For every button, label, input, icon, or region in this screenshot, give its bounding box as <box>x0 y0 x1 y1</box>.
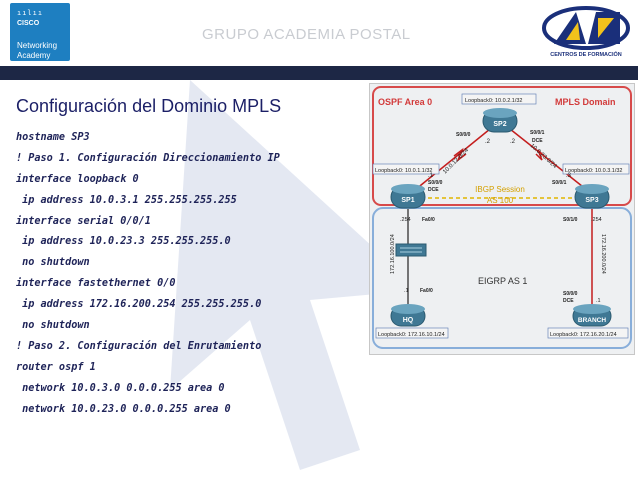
sp2-dce: DCE <box>532 138 543 144</box>
eigrp-region <box>372 207 632 349</box>
sp2-ip-a: .2 <box>485 139 491 145</box>
router-icon <box>391 304 425 314</box>
sp3-name: SP3 <box>585 197 598 204</box>
net-sp2-sp3: 10.0.23.0/24 <box>529 143 558 170</box>
ospf-area-label: OSPF Area 0 <box>378 97 432 107</box>
group-title: GRUPO ACADEMIA POSTAL <box>202 26 411 43</box>
branch-loopback: Loopback0: 172.16.20.1/24 <box>550 332 617 338</box>
sp1-name: SP1 <box>401 197 414 204</box>
code-line: hostname SP3 <box>16 132 90 143</box>
code-line: network 10.0.3.0 0.0.0.255 area 0 <box>16 382 225 394</box>
net-hq: 172.16.100.0/24 <box>390 234 396 274</box>
sp2-name: SP2 <box>493 121 506 128</box>
switch <box>395 243 427 257</box>
config-code-block: hostname SP3 ! Paso 1. Configuración Dir… <box>16 128 280 420</box>
code-line: interface fastethernet 0/0 <box>16 278 176 290</box>
sp1-ip: .1 <box>428 173 434 179</box>
sp1-loopback: Loopback0: 10.0.1.1/32 <box>375 168 433 174</box>
router-hq: HQ <box>390 304 426 327</box>
sp2-s001: S0/0/1 <box>530 130 545 136</box>
net-branch: 172.16.200.0/24 <box>600 234 606 274</box>
academy-logo: CENTROS DE FORMACIÓN <box>536 4 636 64</box>
code-line: no shutdown <box>16 257 90 269</box>
ibgp-as-label: AS 100 <box>487 196 514 205</box>
link-sp2-sp1 <box>409 128 491 195</box>
hq-fa: Fa0/0 <box>420 288 433 294</box>
code-line: ip address 10.0.23.3 255.255.255.0 <box>16 236 231 248</box>
cisco-line1: Networking <box>17 41 58 50</box>
code-line: ip address 10.0.3.1 255.255.255.255 <box>16 194 237 206</box>
ospf-area-region <box>372 86 632 206</box>
router-branch: BRANCH <box>572 304 612 327</box>
academy-caption: CENTROS DE FORMACIÓN <box>550 52 622 58</box>
header: ıılıı CISCO Networking Academy GRUPO ACA… <box>0 0 638 66</box>
link-sp2-sp3 <box>509 128 593 195</box>
router-sp2: SP2 <box>482 108 518 133</box>
ibgp-session-label: IBGP Session <box>475 185 525 194</box>
switch-icon <box>395 243 427 257</box>
academy-emblem-icon <box>542 6 630 50</box>
sp3-s001: S0/0/1 <box>552 180 567 186</box>
branch-s000: S0/0/0 <box>563 291 578 297</box>
sp3-ip: .3 <box>566 173 572 179</box>
mpls-domain-label: MPLS Domain <box>555 97 616 107</box>
eigrp-label: EIGRP AS 1 <box>478 276 527 286</box>
code-line: interface serial 0/0/1 <box>16 215 151 227</box>
router-sp3: SP3 <box>574 184 610 209</box>
serial-bolt-icon <box>453 147 467 163</box>
net-sp1-sp2: 10.0.12.0/24 <box>442 147 470 175</box>
cisco-brand: CISCO <box>17 20 40 27</box>
sp3-s010: S0/1/0 <box>563 217 578 223</box>
header-divider-bar <box>0 66 638 80</box>
branch-name: BRANCH <box>578 317 606 324</box>
sp1-s000: S0/0/0 <box>428 180 443 186</box>
code-line: ip address 172.16.200.254 255.255.255.0 <box>16 299 262 311</box>
sp1-fa-ip: .254 <box>400 217 411 223</box>
background-cursor-graphic <box>170 80 420 470</box>
cisco-bars-icon: ıılıı <box>17 9 44 17</box>
sp3-fa-ip: .254 <box>591 217 602 223</box>
code-line: router ospf 1 <box>16 361 96 373</box>
hq-loopback: Loopback0: 172.16.10.1/24 <box>378 332 445 338</box>
sp2-ip-b: .2 <box>510 139 516 145</box>
router-icon <box>391 184 425 194</box>
router-icon <box>575 184 609 194</box>
cisco-line2: Academy <box>17 51 51 60</box>
router-sp1: SP1 <box>390 184 426 209</box>
hq-name: HQ <box>403 317 414 324</box>
slide-title: Configuración del Dominio MPLS <box>16 96 282 116</box>
code-line: no shutdown <box>16 320 90 332</box>
code-line: interface loopback 0 <box>16 173 139 185</box>
sp2-loopback: Loopback0: 10.0.2.1/32 <box>465 98 523 104</box>
code-line: ! Paso 2. Configuración del Enrutamiento <box>16 340 262 352</box>
router-icon <box>483 108 517 118</box>
sp1-fa: Fa0/0 <box>422 217 435 223</box>
code-line: network 10.0.23.0 0.0.0.255 area 0 <box>16 403 231 415</box>
sp2-s000: S0/0/0 <box>456 132 471 138</box>
serial-bolt-icon <box>535 149 545 161</box>
branch-ip: .1 <box>596 298 601 304</box>
sp3-loopback: Loopback0: 10.0.3.1/32 <box>565 168 623 174</box>
network-topology-diagram: OSPF Area 0 MPLS Domain EIGRP AS 1 Loopb… <box>369 83 635 355</box>
hq-ip: .1 <box>404 288 409 294</box>
branch-dce: DCE <box>563 298 574 304</box>
cisco-networking-academy-logo: ıılıı CISCO Networking Academy <box>10 3 70 61</box>
router-icon <box>573 304 611 314</box>
code-line: ! Paso 1. Configuración Direccionamiento… <box>16 152 280 164</box>
sp1-dce: DCE <box>428 187 439 193</box>
